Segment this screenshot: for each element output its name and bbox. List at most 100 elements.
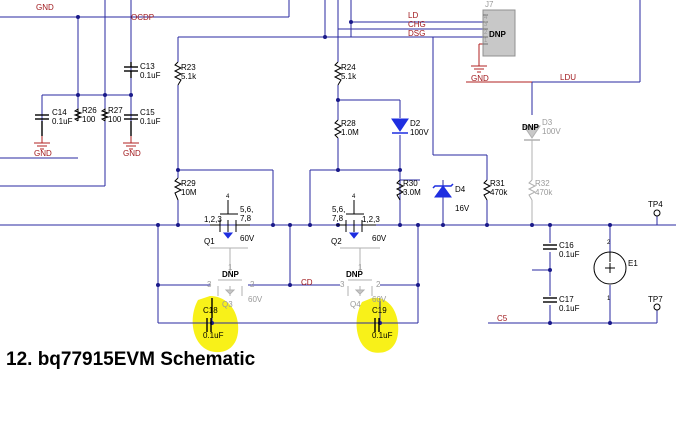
c15-ref: C15 bbox=[140, 108, 155, 117]
highlight-c18 bbox=[192, 296, 239, 353]
r31-val: 470k bbox=[490, 188, 508, 197]
d3-dnp: DNP bbox=[522, 123, 540, 132]
r27-ref: R27 bbox=[108, 106, 123, 115]
r32-ref: R32 bbox=[535, 179, 550, 188]
c17-ref: C17 bbox=[559, 295, 574, 304]
net-ldu: LDU bbox=[560, 73, 576, 82]
q1-val: 60V bbox=[240, 234, 255, 243]
j7-pin2: 2 bbox=[484, 30, 488, 36]
q4-pin2: 2 bbox=[376, 280, 381, 289]
r32-symbol bbox=[527, 179, 537, 201]
j7-dnp: DNP bbox=[489, 30, 507, 39]
j7-ref: J7 bbox=[485, 0, 494, 9]
e1-pin-top: 2 bbox=[607, 240, 611, 246]
capacitor-symbols bbox=[35, 62, 557, 332]
net-gnd-j7: GND bbox=[471, 74, 489, 83]
d2-ref: D2 bbox=[410, 119, 421, 128]
r30-val: 3.0M bbox=[403, 188, 421, 197]
d3-ref: D3 bbox=[542, 118, 553, 127]
net-gnd-c15: GND bbox=[123, 149, 141, 158]
r29-ref: R29 bbox=[181, 179, 196, 188]
r28-val: 1.0M bbox=[341, 128, 359, 137]
e1-pin-bot: 1 bbox=[607, 296, 611, 302]
q3-dnp: DNP bbox=[222, 270, 240, 279]
q3-ref: Q3 bbox=[222, 300, 233, 309]
q1-pin-d2: 7,8 bbox=[240, 214, 252, 223]
tp7-ref: TP7 bbox=[648, 295, 663, 304]
net-ld: LD bbox=[408, 11, 418, 20]
ground-symbols bbox=[34, 43, 487, 150]
diode-d4 bbox=[432, 183, 454, 198]
r31-ref: R31 bbox=[490, 179, 505, 188]
j7-pin1: 1 bbox=[484, 38, 488, 44]
d2-val: 100V bbox=[410, 128, 429, 137]
d4-ref: D4 bbox=[455, 185, 466, 194]
dnp-wires bbox=[210, 140, 533, 272]
junctions bbox=[76, 15, 612, 325]
r26-ref: R26 bbox=[82, 106, 97, 115]
net-gnd-c14: GND bbox=[34, 149, 52, 158]
q1-ref: Q1 bbox=[204, 237, 215, 246]
c16-val: 0.1uF bbox=[559, 250, 580, 259]
q2-val: 60V bbox=[372, 234, 387, 243]
figure-caption: 12. bq77915EVM Schematic bbox=[6, 349, 256, 370]
r30-ref: R30 bbox=[403, 179, 418, 188]
j7-pin3: 3 bbox=[484, 22, 488, 28]
q1-pin-s: 1,2,3 bbox=[204, 215, 222, 224]
q1-pin-d: 5,6, bbox=[240, 205, 253, 214]
q4-pin3: 3 bbox=[340, 280, 345, 289]
q1-pin-gate: 4 bbox=[226, 194, 230, 200]
net-dsg: DSG bbox=[408, 29, 425, 38]
mosfet-q4 bbox=[347, 279, 373, 296]
c14-val: 0.1uF bbox=[52, 117, 73, 126]
net-c5: C5 bbox=[497, 314, 508, 323]
q4-dnp: DNP bbox=[346, 270, 364, 279]
c16-ref: C16 bbox=[559, 241, 574, 250]
c18-val: 0.1uF bbox=[203, 331, 224, 340]
q2-pin-d: 5,6, bbox=[332, 205, 345, 214]
mosfet-q1 bbox=[210, 200, 250, 239]
r26-val: 100 bbox=[82, 115, 96, 124]
net-ocdp: OCDP bbox=[131, 13, 154, 22]
net-gnd-top: GND bbox=[36, 3, 54, 12]
d3-val: 100V bbox=[542, 127, 561, 136]
q3-pin1: 1 bbox=[228, 263, 233, 272]
r28-ref: R28 bbox=[341, 119, 356, 128]
e1-ref: E1 bbox=[628, 259, 638, 268]
c14-ref: C14 bbox=[52, 108, 67, 117]
c19-val: 0.1uF bbox=[372, 331, 393, 340]
j7-pin4: 4 bbox=[484, 15, 488, 21]
r29-val: 10M bbox=[181, 188, 197, 197]
c13-val: 0.1uF bbox=[140, 71, 161, 80]
mosfet-q3 bbox=[217, 279, 243, 296]
q4-val: 60V bbox=[372, 295, 387, 304]
q3-pin3: 3 bbox=[207, 280, 212, 289]
q2-ref: Q2 bbox=[331, 237, 342, 246]
r24-val: 5.1k bbox=[341, 72, 357, 81]
r24-ref: R24 bbox=[341, 63, 356, 72]
c13-ref: C13 bbox=[140, 62, 155, 71]
tp4-ref: TP4 bbox=[648, 200, 663, 209]
net-chg: CHG bbox=[408, 20, 426, 29]
c19-ref: C19 bbox=[372, 306, 387, 315]
e1-symbol bbox=[593, 251, 627, 285]
mosfet-q2 bbox=[336, 200, 376, 239]
highlight-c19 bbox=[356, 297, 399, 353]
r23-ref: R23 bbox=[181, 63, 196, 72]
c18-ref: C18 bbox=[203, 306, 218, 315]
q4-ref: Q4 bbox=[350, 300, 361, 309]
net-cd: CD bbox=[301, 278, 313, 287]
q2-pin-d2: 7,8 bbox=[332, 214, 344, 223]
diode-d2 bbox=[391, 118, 409, 134]
d4-val: 16V bbox=[455, 204, 470, 213]
c17-val: 0.1uF bbox=[559, 304, 580, 313]
c15-val: 0.1uF bbox=[140, 117, 161, 126]
q3-val: 60V bbox=[248, 295, 263, 304]
resistor-symbols bbox=[73, 61, 492, 201]
wires bbox=[0, 0, 676, 324]
q2-pin-gate: 4 bbox=[352, 194, 356, 200]
r27-val: 100 bbox=[108, 115, 122, 124]
q3-pin2: 2 bbox=[250, 280, 255, 289]
q2-pin-s: 1,2,3 bbox=[362, 215, 380, 224]
